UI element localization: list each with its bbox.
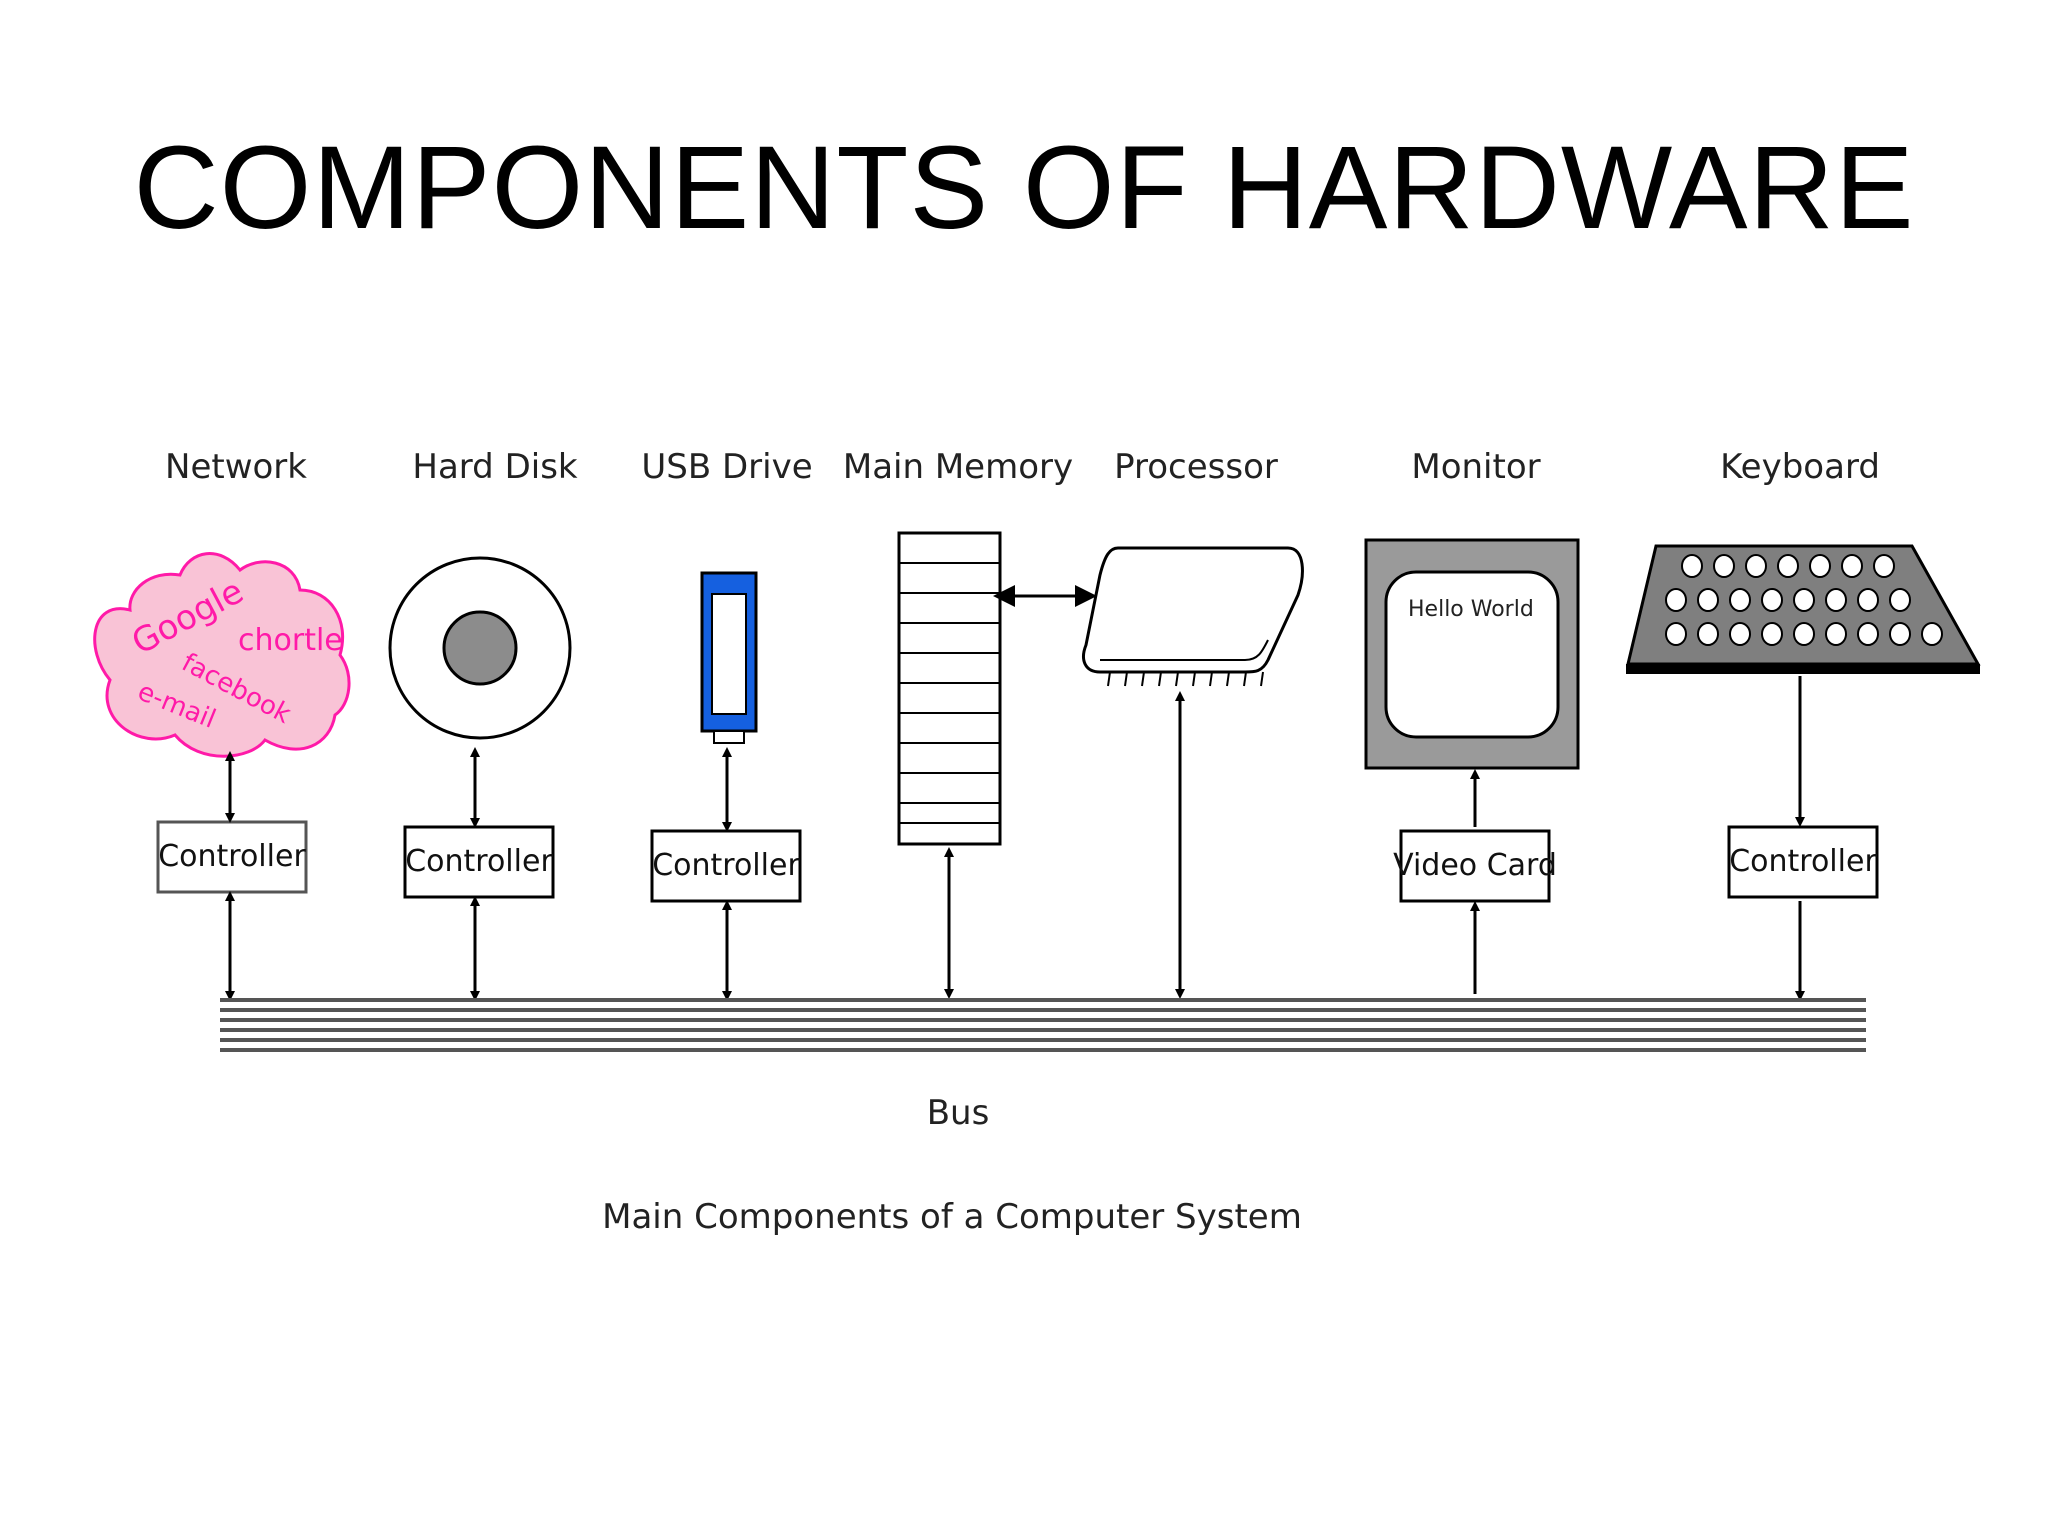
network-cloud-icon: Google chortle facebook e-mail [93,552,351,758]
keyboard-key-icon [1857,588,1879,612]
keyboard-key-icon [1873,554,1895,578]
system-bus [220,998,1866,1052]
monitor-icon: Hello World [1364,538,1580,770]
keyboard-key-icon [1793,588,1815,612]
keyboard-key-icon [1825,622,1847,646]
keyboard-key-icon [1665,622,1687,646]
keyboard-key-icon [1761,622,1783,646]
usb-drive-icon [700,571,758,744]
keyboard-icon [1626,544,1981,674]
video-card-box: Video Card [1393,829,1557,903]
keyboard-controller-box: Controller [1727,825,1879,899]
keyboard-key-icon [1697,588,1719,612]
disk-controller-label: Controller [405,844,553,879]
keyboard-key-icon [1793,622,1815,646]
keyboard-key-icon [1825,588,1847,612]
keyboard-key-icon [1857,622,1879,646]
processor-chip-icon [1082,546,1304,687]
video-card-label: Video Card [1393,848,1557,883]
label-hard-disk: Hard Disk [412,447,578,487]
keyboard-key-icon [1713,554,1735,578]
label-main-memory: Main Memory [843,447,1073,487]
keyboard-key-icon [1681,554,1703,578]
main-memory-icon [897,531,1002,846]
usb-controller-label: Controller [652,848,800,883]
keyboard-key-icon [1809,554,1831,578]
disk-controller-box: Controller [403,825,555,899]
keyboard-key-icon [1761,588,1783,612]
label-keyboard: Keyboard [1720,447,1880,487]
slide-title: COMPONENTS OF HARDWARE [133,122,1915,254]
usb-controller-box: Controller [650,829,802,903]
keyboard-key-icon [1777,554,1799,578]
network-controller-label: Controller [158,839,306,874]
keyboard-key-icon [1889,588,1911,612]
label-usb-drive: USB Drive [641,447,812,487]
monitor-screen-text: Hello World [1408,597,1534,622]
label-monitor: Monitor [1411,447,1540,487]
keyboard-controller-label: Controller [1729,844,1877,879]
keyboard-key-icon [1665,588,1687,612]
keyboard-key-icon [1729,622,1751,646]
keyboard-key-icon [1729,588,1751,612]
label-network: Network [165,447,307,487]
diagram-caption: Main Components of a Computer System [602,1197,1302,1237]
keyboard-key-icon [1841,554,1863,578]
keyboard-key-icon [1745,554,1767,578]
network-controller-box: Controller [156,820,308,894]
keyboard-key-icon [1697,622,1719,646]
bus-label: Bus [927,1093,990,1133]
keyboard-key-icon [1921,622,1943,646]
label-processor: Processor [1114,447,1278,487]
cloud-word-chortle: chortle [238,623,343,658]
hard-disk-icon [388,556,572,740]
keyboard-key-icon [1889,622,1911,646]
